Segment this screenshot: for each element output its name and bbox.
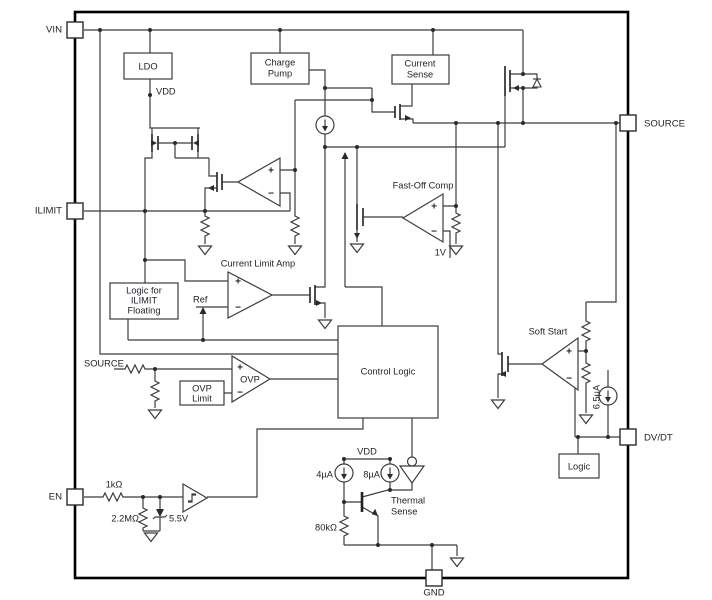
- pin-ilimit: ILIMIT: [35, 202, 84, 220]
- ilimit-logic-label-2: ILIMIT: [131, 295, 158, 305]
- ovp-limit-block: OVP Limit: [179, 380, 225, 406]
- vdd-bottom-label: VDD: [357, 446, 377, 456]
- pin-source: SOURCE: [619, 114, 685, 132]
- i-65ua-value: 6.5µA: [591, 384, 601, 409]
- ovp-amp-label: OVP: [240, 374, 260, 384]
- current-sense-label-1: Current: [404, 58, 435, 68]
- control-logic-label: Control Logic: [361, 366, 416, 376]
- charge-pump-block: Charge Pump: [250, 52, 310, 85]
- error-amp-minus: −: [268, 189, 274, 200]
- inverter: [398, 456, 426, 485]
- en-buffer: [182, 482, 209, 514]
- pin-gnd-label: GND: [423, 588, 444, 599]
- soft-start-amp: + − Soft Start: [529, 326, 579, 392]
- thermal-sense-label-2: Sense: [391, 506, 417, 516]
- ilimit-logic-label-1: Logic for: [126, 285, 162, 295]
- current-sources: [315, 115, 618, 483]
- current-limit-amp-label: Current Limit Amp: [221, 258, 295, 268]
- current-limit-amp: + − Current Limit Amp Ref: [193, 258, 295, 319]
- i-4ua-value: 4µA: [316, 469, 334, 479]
- inverter-bubble-icon: [406, 456, 418, 467]
- junction-dots: [98, 28, 618, 547]
- foc-minus: −: [431, 227, 437, 238]
- fast-off-comp-label: Fast-Off Comp: [393, 180, 454, 190]
- body-diode: [532, 77, 542, 88]
- pin-dvdt: DV/DT: [619, 428, 673, 446]
- one-volt-label: 1V: [435, 247, 447, 257]
- dvdt-logic-block: Logic: [558, 453, 600, 479]
- current-source-6p5ua: [598, 386, 618, 406]
- current-sense-label-2: Sense: [407, 69, 433, 79]
- ldo-block: LDO: [123, 52, 173, 80]
- charge-pump-label-1: Charge: [265, 57, 296, 67]
- fast-off-comp: + − Fast-Off Comp 1V: [393, 180, 454, 257]
- control-logic-block: Control Logic: [337, 325, 439, 419]
- pin-vin-label: VIN: [46, 25, 62, 36]
- soft-start-label: Soft Start: [529, 326, 568, 336]
- ilimit-floating-logic-block: Logic for ILIMIT Floating: [109, 282, 179, 320]
- ilimit-logic-label-3: Floating: [127, 305, 160, 315]
- r-en-value: 1kΩ: [106, 479, 123, 489]
- foc-plus: +: [431, 202, 437, 213]
- dvdt-logic-label: Logic: [568, 461, 591, 471]
- pin-ilimit-label: ILIMIT: [35, 206, 62, 217]
- arrow-markers: [151, 85, 519, 516]
- r-pulldown-value: 2.2MΩ: [111, 513, 139, 523]
- zener-diode: [152, 509, 168, 520]
- ovp-plus: +: [237, 363, 243, 374]
- pin-vin: VIN: [46, 21, 84, 39]
- vdd-top-label: VDD: [156, 86, 176, 96]
- ovp-minus: −: [237, 388, 243, 399]
- current-sense-block: Current Sense: [391, 54, 450, 85]
- current-source-8ua: [380, 463, 400, 483]
- pin-source-label: SOURCE: [644, 119, 685, 130]
- pin-en: EN: [49, 488, 84, 506]
- charge-pump-current-source: [315, 115, 335, 135]
- r-80k-value: 80kΩ: [315, 522, 337, 532]
- ss-plus: +: [566, 347, 572, 358]
- error-amp-plus: +: [268, 166, 274, 177]
- ref-label: Ref: [193, 294, 208, 304]
- current-source-4ua: [334, 463, 354, 483]
- ss-minus: −: [566, 374, 572, 385]
- ic-boundary: [73, 10, 630, 580]
- source-net-label: SOURCE: [84, 358, 124, 368]
- ovp-limit-label-2: Limit: [192, 393, 212, 403]
- error-amp: + −: [236, 156, 281, 208]
- net-labels: VDD VDD 1kΩ 2.2MΩ 5.5V 4µA 8µA 80kΩ 6.5µ…: [106, 86, 602, 532]
- ovp-limit-label-1: OVP: [192, 383, 212, 393]
- charge-pump-label-2: Pump: [268, 68, 292, 78]
- zener-value: 5.5V: [169, 513, 189, 523]
- ovp-comparator: + − OVP SOURCE: [84, 354, 272, 404]
- ldo-label: LDO: [138, 61, 157, 71]
- i-8ua-value: 8µA: [363, 469, 381, 479]
- cla-minus: −: [235, 303, 241, 314]
- pin-gnd: GND: [423, 569, 445, 599]
- pin-dvdt-label: DV/DT: [644, 433, 673, 444]
- cla-plus: +: [235, 277, 241, 288]
- thermal-sense-label-1: Thermal: [391, 495, 425, 505]
- hysteresis-icon: [188, 493, 196, 503]
- pin-en-label: EN: [49, 492, 62, 503]
